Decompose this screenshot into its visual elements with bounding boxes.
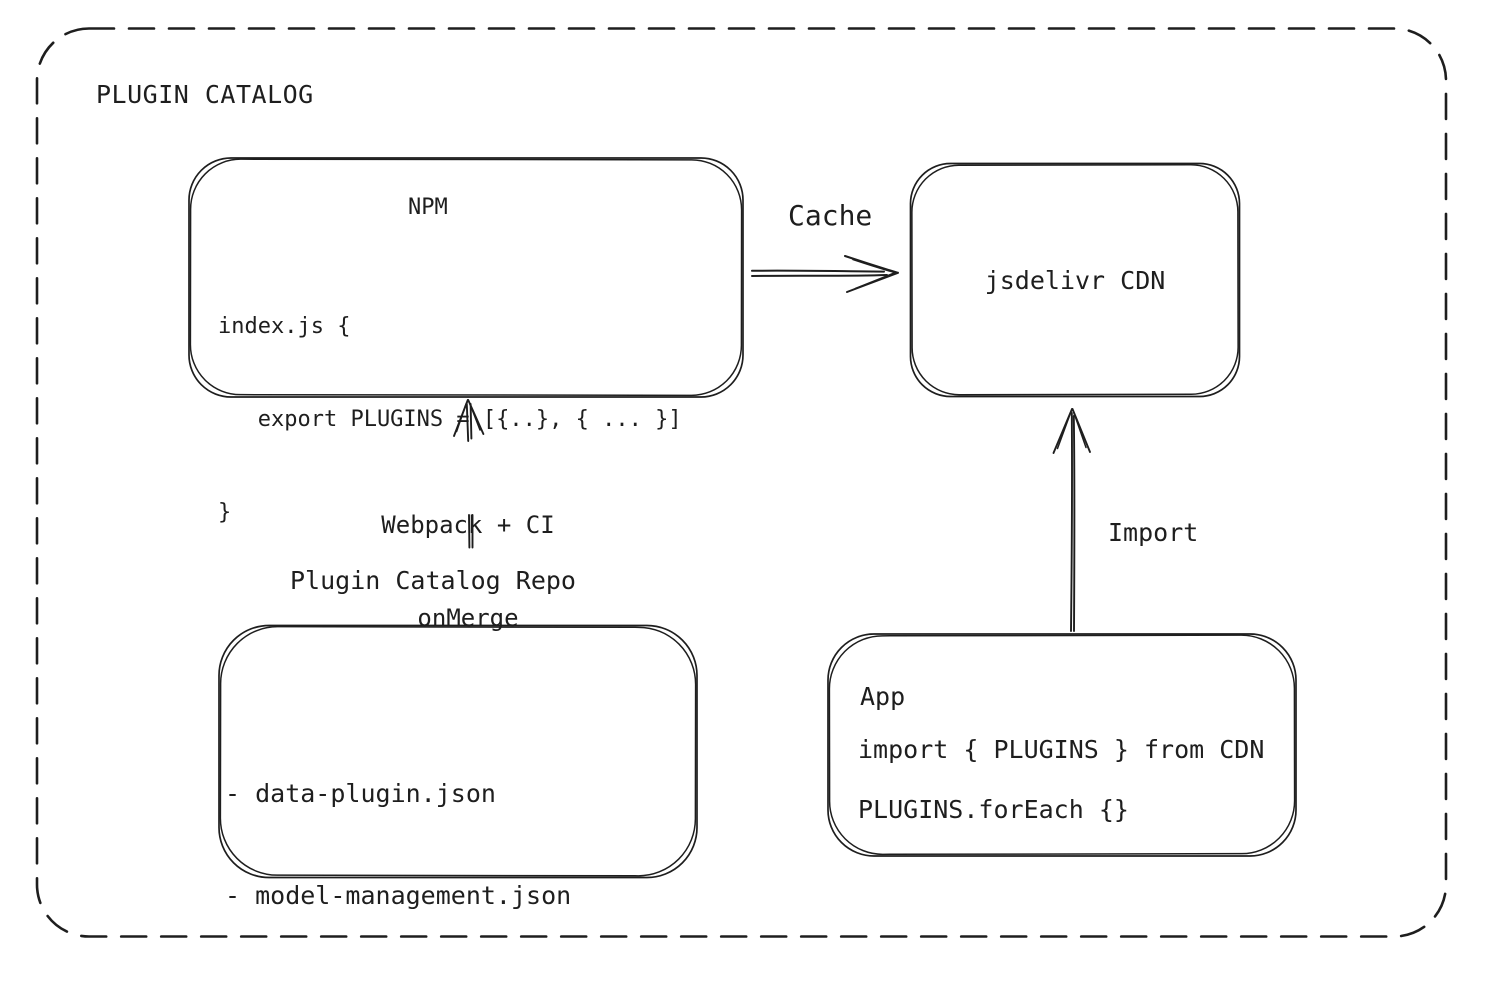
webpack-arrow-segment	[468, 514, 474, 549]
import-arrow	[1052, 408, 1091, 632]
npm-box-outline	[188, 157, 744, 398]
npm-node: NPM index.js { export PLUGINS = [{..}, {…	[188, 157, 743, 525]
webpack-edge-label-line1: Webpack + CI	[381, 511, 555, 539]
app-node: App import { PLUGINS } from CDN PLUGINS.…	[827, 633, 1297, 857]
import-edge-label: Import	[1108, 518, 1199, 547]
import-arrowhead-sketch	[1056, 412, 1087, 450]
repo-node: - data-plugin.json - model-management.js…	[218, 625, 698, 1002]
cdn-node: jsdelivr CDN	[910, 163, 1240, 397]
cdn-box-outline	[909, 162, 1241, 398]
repo-box-outline-sketch	[219, 625, 697, 877]
diagram-title: PLUGIN CATALOG	[96, 80, 314, 109]
repo-file-list: - data-plugin.json - model-management.js…	[225, 709, 571, 1002]
app-code-line: PLUGINS.forEach {}	[858, 795, 1129, 824]
npm-code-line: export PLUGINS = [{..}, { ... }]	[218, 407, 682, 432]
app-box-outline-sketch	[828, 634, 1296, 856]
webpack-edge-label: Webpack + CI onMerge	[348, 448, 588, 696]
npm-box-outline-sketch	[189, 158, 743, 397]
webpack-edge-label-line2: onMerge	[417, 604, 519, 632]
cdn-box-outline-sketch	[911, 164, 1239, 396]
repo-file-item: - data-plugin.json	[225, 779, 496, 808]
import-arrow-stem	[1070, 412, 1076, 632]
cache-arrowhead-sketch	[852, 258, 896, 290]
repo-file-item: ...	[225, 983, 286, 1002]
cache-arrow-line-bottom	[751, 274, 888, 277]
cache-edge-label: Cache	[788, 199, 873, 232]
app-node-title: App	[860, 682, 906, 711]
cache-arrow-line-top	[751, 269, 885, 273]
webpack-arrow	[453, 399, 485, 549]
plugin-catalog-frame	[35, 27, 1448, 938]
repo-box-outline	[218, 624, 698, 879]
npm-code-block: index.js { export PLUGINS = [{..}, { ...…	[218, 249, 682, 590]
webpack-arrowhead-sketch	[455, 402, 481, 433]
cdn-node-label: jsdelivr CDN	[984, 265, 1166, 295]
npm-code-line: }	[218, 500, 232, 525]
npm-code-line: index.js {	[218, 314, 351, 339]
npm-node-title: NPM	[408, 195, 448, 220]
repo-file-item: - model-management.json	[225, 881, 572, 910]
webpack-arrow-stem	[465, 403, 473, 442]
app-box-outline	[827, 633, 1297, 857]
cache-arrow	[751, 255, 899, 293]
repo-node-title: Plugin Catalog Repo	[290, 566, 576, 595]
app-code-line: import { PLUGINS } from CDN	[858, 735, 1265, 764]
